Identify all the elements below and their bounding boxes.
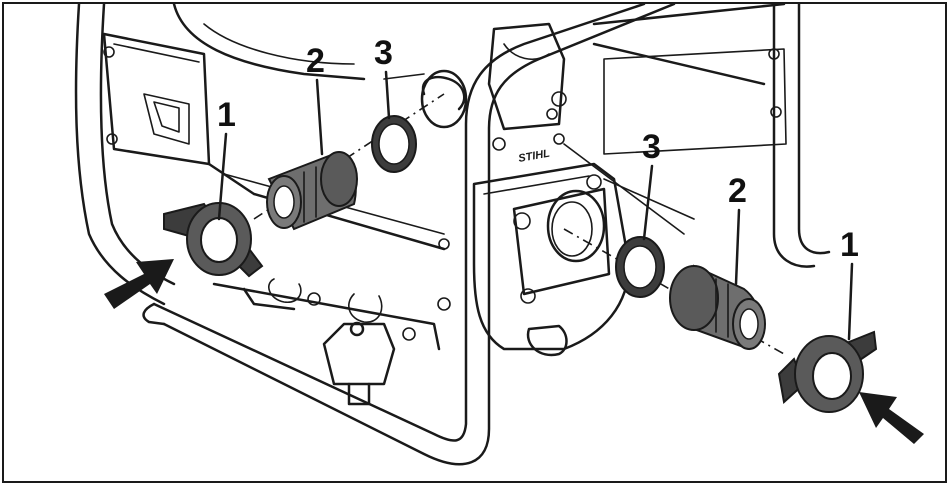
leader-right-coupling-nut [847,262,854,341]
left-flow-arrow [104,259,174,309]
leader-right-seal-ring [642,164,654,241]
callout-left-coupling-nut: 1 [217,96,236,134]
callout-right-seal-ring: 3 [642,128,661,166]
callout-right-hose-nozzle: 2 [728,172,747,210]
right-coupling-nut [777,330,878,413]
right-seal-ring [615,236,665,298]
right-flow-arrow [859,392,924,444]
water-pump-hose-connection-illustration: STIHL 1 2 3 3 2 1 [74,4,924,466]
leader-right-hose-nozzle [734,208,741,286]
callout-left-seal-ring: 3 [374,34,393,72]
leader-left-coupling-nut [217,132,228,221]
left-seal-ring [371,115,417,173]
right-hose-nozzle [669,264,766,351]
callout-left-hose-nozzle: 2 [306,42,325,80]
left-coupling-nut [163,202,264,278]
leader-left-seal-ring [384,70,391,120]
callout-right-coupling-nut: 1 [840,226,859,264]
left-hose-nozzle [266,151,358,231]
leader-left-hose-nozzle [315,78,324,156]
brand-mark: STIHL [517,148,551,165]
